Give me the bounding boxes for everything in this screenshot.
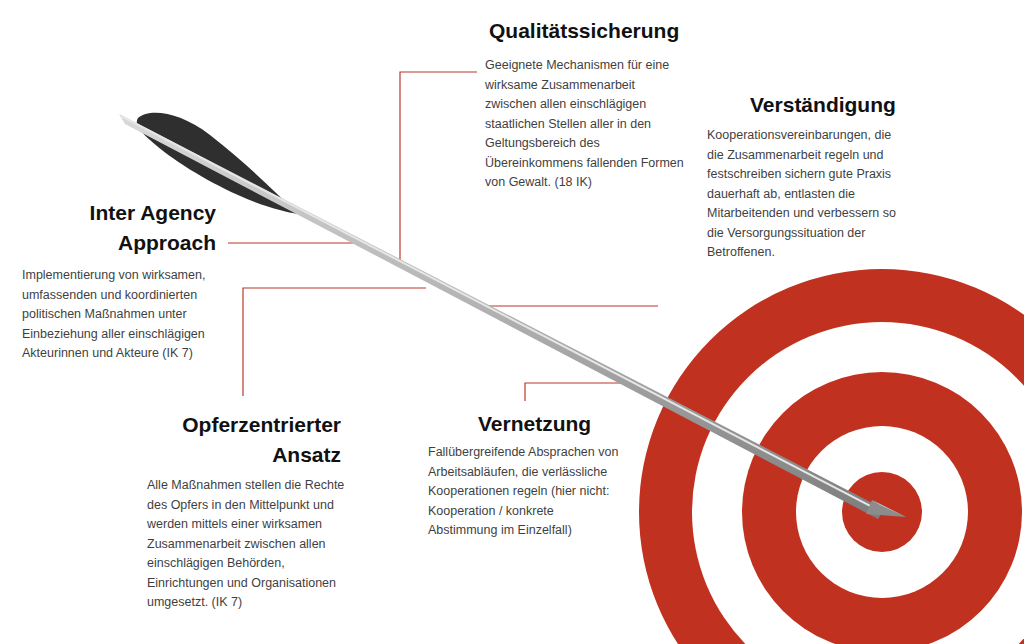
- target-ring: [796, 426, 968, 598]
- section-body: Fallübergreifende Absprachen von Arbeits…: [428, 443, 624, 541]
- leader-line: [481, 305, 658, 306]
- arrow-head: [866, 500, 906, 517]
- leader-line: [400, 72, 477, 264]
- section-body: Geeignete Mechanismen für eine wirksame …: [485, 56, 685, 193]
- arrow-head-highlight: [872, 500, 906, 517]
- section-body: Implementierung von wirksamen, umfassend…: [22, 266, 228, 364]
- section-heading: Inter Agency Approach: [66, 198, 216, 258]
- target-ring: [742, 372, 1022, 644]
- target-bullseye: [842, 472, 922, 552]
- target-ring: [639, 269, 1024, 644]
- section-heading: Opferzentrierter Ansatz: [156, 410, 341, 470]
- section-heading: Verständigung: [750, 90, 950, 120]
- section-body: Alle Maßnahmen stellen die Rechte des Op…: [147, 476, 357, 613]
- leader-line: [525, 383, 628, 401]
- section-body: Kooperationsvereinbarungen, die die Zusa…: [707, 126, 907, 263]
- target-ring: [692, 322, 1024, 644]
- leader-line: [228, 242, 358, 243]
- target: [639, 269, 1024, 644]
- section-heading: Vernetzung: [478, 409, 638, 439]
- section-heading: Qualitätssicherung: [489, 16, 689, 46]
- leader-line: [243, 288, 426, 396]
